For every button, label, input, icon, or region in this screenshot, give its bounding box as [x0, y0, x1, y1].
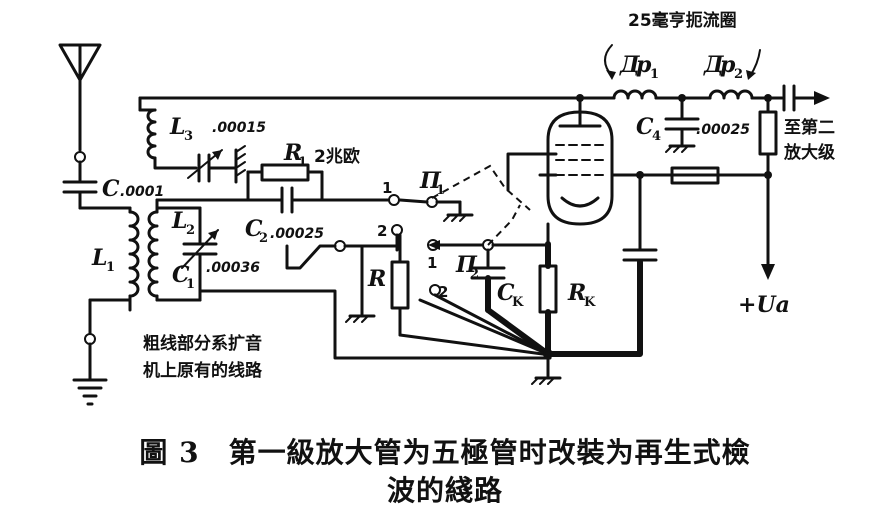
choke-dp2-label: Д: [703, 52, 724, 78]
supply-label: +Ua: [738, 292, 790, 318]
coil-l1-label: L: [91, 245, 107, 271]
cap-c1-sub: 1: [186, 277, 195, 292]
coil-l2-label: L: [171, 208, 187, 234]
resistor-rk: [538, 264, 558, 314]
sw2-pos1: 1: [427, 254, 437, 272]
note-line2: 机上原有的线路: [143, 360, 263, 381]
cap-c4-label: C: [636, 114, 654, 140]
ground-symbol-c4: [665, 144, 696, 153]
coil-l1-sub: 1: [106, 260, 115, 275]
res-r1-label: R: [283, 140, 302, 166]
res-rk-sub: K: [584, 295, 596, 310]
ground-symbol-main: [531, 376, 562, 385]
note-line1: 粗线部分系扩音: [143, 333, 262, 354]
sw1-pos2: 2: [377, 222, 387, 240]
pentode-tube: [546, 110, 614, 226]
cap-c1-value: .00036: [206, 260, 260, 276]
output-label-line1: 至第二: [784, 117, 835, 138]
res-r1-value: 2兆欧: [314, 146, 360, 167]
sw2-pos2: 2: [438, 283, 448, 301]
choke-dp2-sub: 2: [734, 67, 743, 82]
choke-dp1-label: Д: [619, 52, 640, 78]
coil-l1: [128, 206, 140, 302]
cap-c-label: C: [102, 176, 120, 202]
ground-symbol-p1: [443, 213, 474, 222]
resistor-screen: [670, 166, 720, 185]
choke-dp1-sub: 1: [650, 67, 659, 82]
cap-c4-sub: 4: [652, 129, 661, 144]
res-r-label: R: [367, 266, 386, 292]
cap-c2-sub: 2: [259, 231, 268, 246]
switch-p1-label: П: [419, 168, 442, 194]
switch-p1-sub: 1: [436, 183, 445, 198]
cap-c2-value: .00025: [270, 226, 324, 242]
antenna-symbol: [58, 43, 102, 152]
cap-ck-label: C: [497, 280, 515, 306]
resistor-plate-load: [758, 110, 778, 156]
sw1-pos1: 1: [382, 179, 392, 197]
cap-c2-label: C: [245, 216, 263, 242]
coil-l3-label: L: [169, 114, 185, 140]
resistor-r: [390, 260, 410, 310]
choke-dp2: [708, 89, 754, 100]
output-arrow: [814, 91, 830, 105]
choke-dp1: [612, 89, 658, 100]
ground-symbol-left: [72, 378, 108, 406]
ground-symbol-l3: [234, 145, 246, 184]
cap-c1-label: C: [172, 262, 190, 288]
figure-caption-line1: 圖 3 第一級放大管为五極管时改裝为再生式檢: [139, 436, 750, 469]
choke-note: 25毫亨扼流圈: [628, 10, 737, 31]
cap-ck-sub: K: [512, 295, 524, 310]
variable-capacitor-l3: [187, 149, 223, 183]
choke-dp2-mid: p: [720, 52, 736, 78]
coil-l2-sub: 2: [186, 223, 195, 238]
ground-symbol-r: [345, 314, 376, 323]
choke-dp1-mid: p: [636, 52, 652, 78]
coil-l2: [147, 206, 159, 302]
figure-caption-line2: 波的綫路: [387, 474, 503, 507]
res-rk-label: R: [567, 280, 586, 306]
cap-c-value: .0001: [120, 184, 164, 200]
res-r1-sub: 1: [298, 155, 307, 170]
switch-p2-label: П: [455, 252, 478, 278]
cap-c4-value: .00025: [696, 122, 750, 138]
output-label-line2: 放大级: [783, 142, 835, 163]
coil-l3-sub: 3: [184, 129, 193, 144]
supply-arrow: [761, 264, 775, 280]
switch-p2-sub: 2: [470, 267, 479, 282]
cap-l3-value: .00015: [212, 120, 266, 136]
coil-l3: [138, 108, 157, 160]
